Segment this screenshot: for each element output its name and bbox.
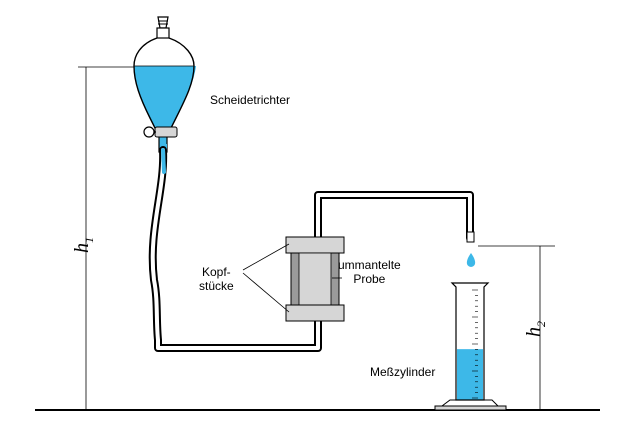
funnel-water [134, 66, 196, 130]
separatory-funnel [133, 16, 196, 158]
measuring-cylinder [434, 282, 507, 411]
head-pieces-label-line2: stücke [199, 279, 234, 293]
head-piece-bottom [285, 304, 345, 322]
head-pieces-label-line1: Kopf- [202, 265, 231, 279]
jacketed-sample-label: ummantelte Probe [338, 258, 401, 286]
water-drop [466, 253, 476, 267]
sample-assembly [242, 236, 345, 322]
h2-label-sub: 2 [534, 321, 548, 327]
h1-dimension [78, 66, 140, 410]
tubing [148, 146, 474, 352]
head-piece-top [285, 236, 345, 254]
measuring-cylinder-label: Meßzylinder [370, 365, 436, 379]
cylinder-water [457, 349, 483, 400]
h2-label-main: h [523, 327, 545, 337]
jacketed-sample-label-line2: Probe [353, 272, 386, 286]
jacketed-sample-label-line1: ummantelte [338, 258, 401, 272]
inner-sample [298, 252, 332, 306]
h2-dimension [478, 245, 555, 410]
h1-label: h1 [71, 237, 97, 253]
separatory-funnel-label: Scheidetrichter [210, 93, 291, 107]
h1-label-sub: 1 [82, 237, 96, 243]
head-pieces-label: Kopf- stücke [199, 265, 234, 293]
h2-label: h2 [523, 321, 549, 337]
outlet-nozzle [466, 231, 475, 243]
h1-label-main: h [71, 243, 93, 253]
